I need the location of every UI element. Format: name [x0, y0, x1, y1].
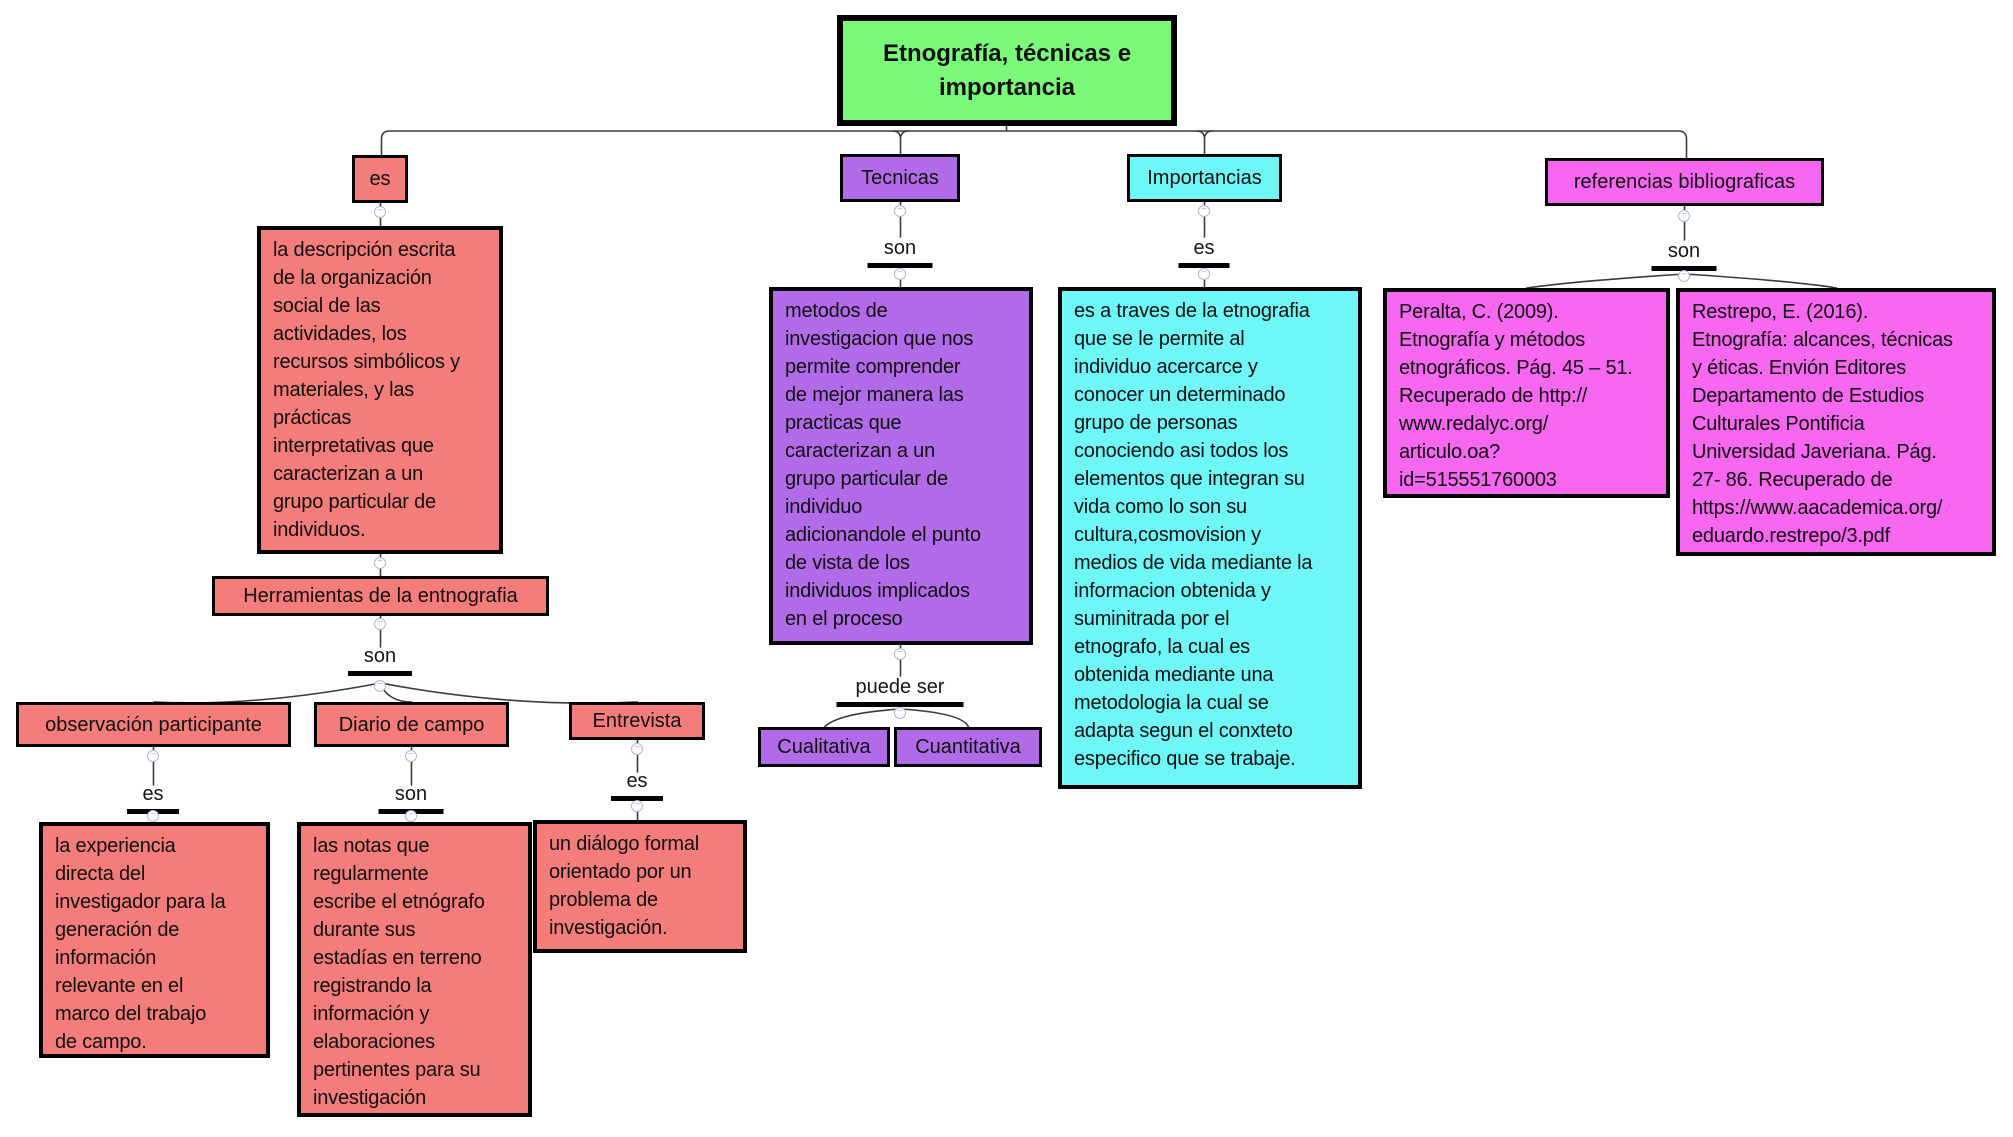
collapse-toggle-icon[interactable]: −	[894, 707, 906, 719]
linker-label: son	[394, 783, 428, 805]
collapse-toggle-icon[interactable]: −	[374, 680, 386, 692]
collapse-toggle-icon[interactable]: −	[1198, 205, 1210, 217]
linker-es-importancias[interactable]: es	[1178, 237, 1230, 268]
linker-son-tecnicas[interactable]: son	[867, 237, 933, 268]
node-tecnicas[interactable]: Tecnicas	[840, 154, 960, 202]
node-herramientas[interactable]: Herramientas de la entnografia	[212, 576, 549, 616]
linker-underline	[1651, 266, 1717, 271]
connector-line	[380, 125, 1688, 159]
linker-underline	[836, 702, 964, 707]
collapse-toggle-icon[interactable]: −	[374, 206, 386, 218]
collapse-toggle-icon[interactable]: −	[405, 810, 417, 822]
linker-es-entrevista[interactable]: es	[611, 770, 663, 801]
node-diario-de-campo[interactable]: Diario de campo	[314, 702, 509, 747]
connector-line	[891, 130, 1214, 155]
node-ref-peralta[interactable]: Peralta, C. (2009). Etnografía y métodos…	[1383, 288, 1670, 498]
linker-label: son	[883, 237, 917, 259]
linker-son-referencias[interactable]: son	[1651, 240, 1717, 271]
linker-underline	[867, 263, 933, 268]
linker-label: es	[1193, 237, 1215, 259]
linker-label: es	[142, 783, 164, 805]
node-tecnicas-definition[interactable]: metodos de investigacion que nos permite…	[769, 287, 1033, 645]
collapse-toggle-icon[interactable]: −	[1678, 210, 1690, 222]
node-root-title[interactable]: Etnografía, técnicas e importancia	[837, 15, 1177, 126]
node-observacion-participante[interactable]: observación participante	[16, 702, 291, 747]
linker-label: son	[1667, 240, 1701, 262]
connector-line	[153, 682, 639, 704]
node-observacion-definition[interactable]: la experiencia directa del investigador …	[39, 822, 270, 1058]
collapse-toggle-icon[interactable]: −	[894, 205, 906, 217]
node-diario-definition[interactable]: las notas que regularmente escribe el et…	[297, 822, 532, 1117]
node-importancias[interactable]: Importancias	[1127, 154, 1282, 202]
collapse-toggle-icon[interactable]: −	[894, 648, 906, 660]
linker-underline	[1178, 263, 1230, 268]
node-entrevista[interactable]: Entrevista	[569, 702, 705, 740]
node-es-definition[interactable]: la descripción escrita de la organizació…	[257, 226, 503, 554]
linker-label: puede ser	[855, 676, 945, 698]
collapse-toggle-icon[interactable]: −	[147, 750, 159, 762]
linker-label: son	[363, 645, 397, 667]
collapse-toggle-icon[interactable]: −	[894, 268, 906, 280]
linker-puede-ser[interactable]: puede ser	[836, 676, 964, 707]
collapse-toggle-icon[interactable]: −	[631, 800, 643, 812]
linker-underline	[611, 796, 663, 801]
connector-line	[152, 739, 639, 821]
collapse-toggle-icon[interactable]: −	[1198, 268, 1210, 280]
linker-label: es	[626, 770, 648, 792]
collapse-toggle-icon[interactable]: −	[147, 810, 159, 822]
collapse-toggle-icon[interactable]: −	[374, 618, 386, 630]
node-entrevista-definition[interactable]: un diálogo formal orientado por un probl…	[533, 820, 747, 953]
node-cuantitativa[interactable]: Cuantitativa	[894, 727, 1042, 767]
node-referencias[interactable]: referencias bibliograficas	[1545, 158, 1824, 206]
collapse-toggle-icon[interactable]: −	[631, 743, 643, 755]
node-cualitativa[interactable]: Cualitativa	[758, 727, 890, 767]
node-es-linker[interactable]: es	[352, 155, 408, 203]
linker-son-herramientas[interactable]: son	[348, 645, 412, 676]
collapse-toggle-icon[interactable]: −	[374, 557, 386, 569]
collapse-toggle-icon[interactable]: −	[1678, 270, 1690, 282]
node-importancias-definition[interactable]: es a traves de la etnografia que se le p…	[1058, 287, 1362, 789]
collapse-toggle-icon[interactable]: −	[405, 750, 417, 762]
node-ref-restrepo[interactable]: Restrepo, E. (2016). Etnografía: alcance…	[1676, 288, 1996, 556]
linker-underline	[348, 671, 412, 676]
